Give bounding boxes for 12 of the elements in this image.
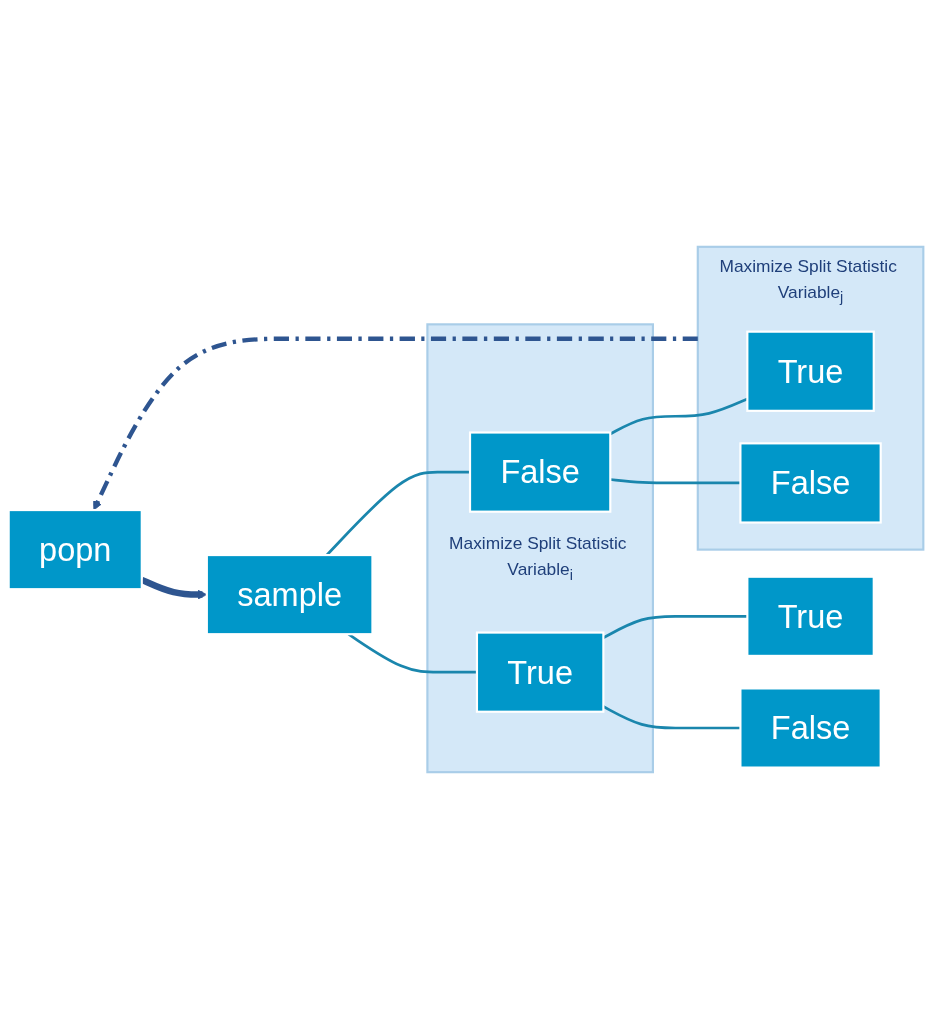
- node-box: False: [739, 442, 882, 524]
- connector: [609, 397, 748, 436]
- connector: [325, 470, 471, 556]
- node-box: False: [468, 431, 612, 513]
- connector: [610, 478, 741, 485]
- node-box: False: [739, 687, 882, 769]
- node-box: True: [746, 330, 875, 412]
- node-box: popn: [7, 508, 143, 591]
- arrow: [93, 336, 698, 511]
- node-box: sample: [205, 553, 374, 636]
- node-box: True: [746, 575, 875, 657]
- node-box: True: [475, 631, 605, 713]
